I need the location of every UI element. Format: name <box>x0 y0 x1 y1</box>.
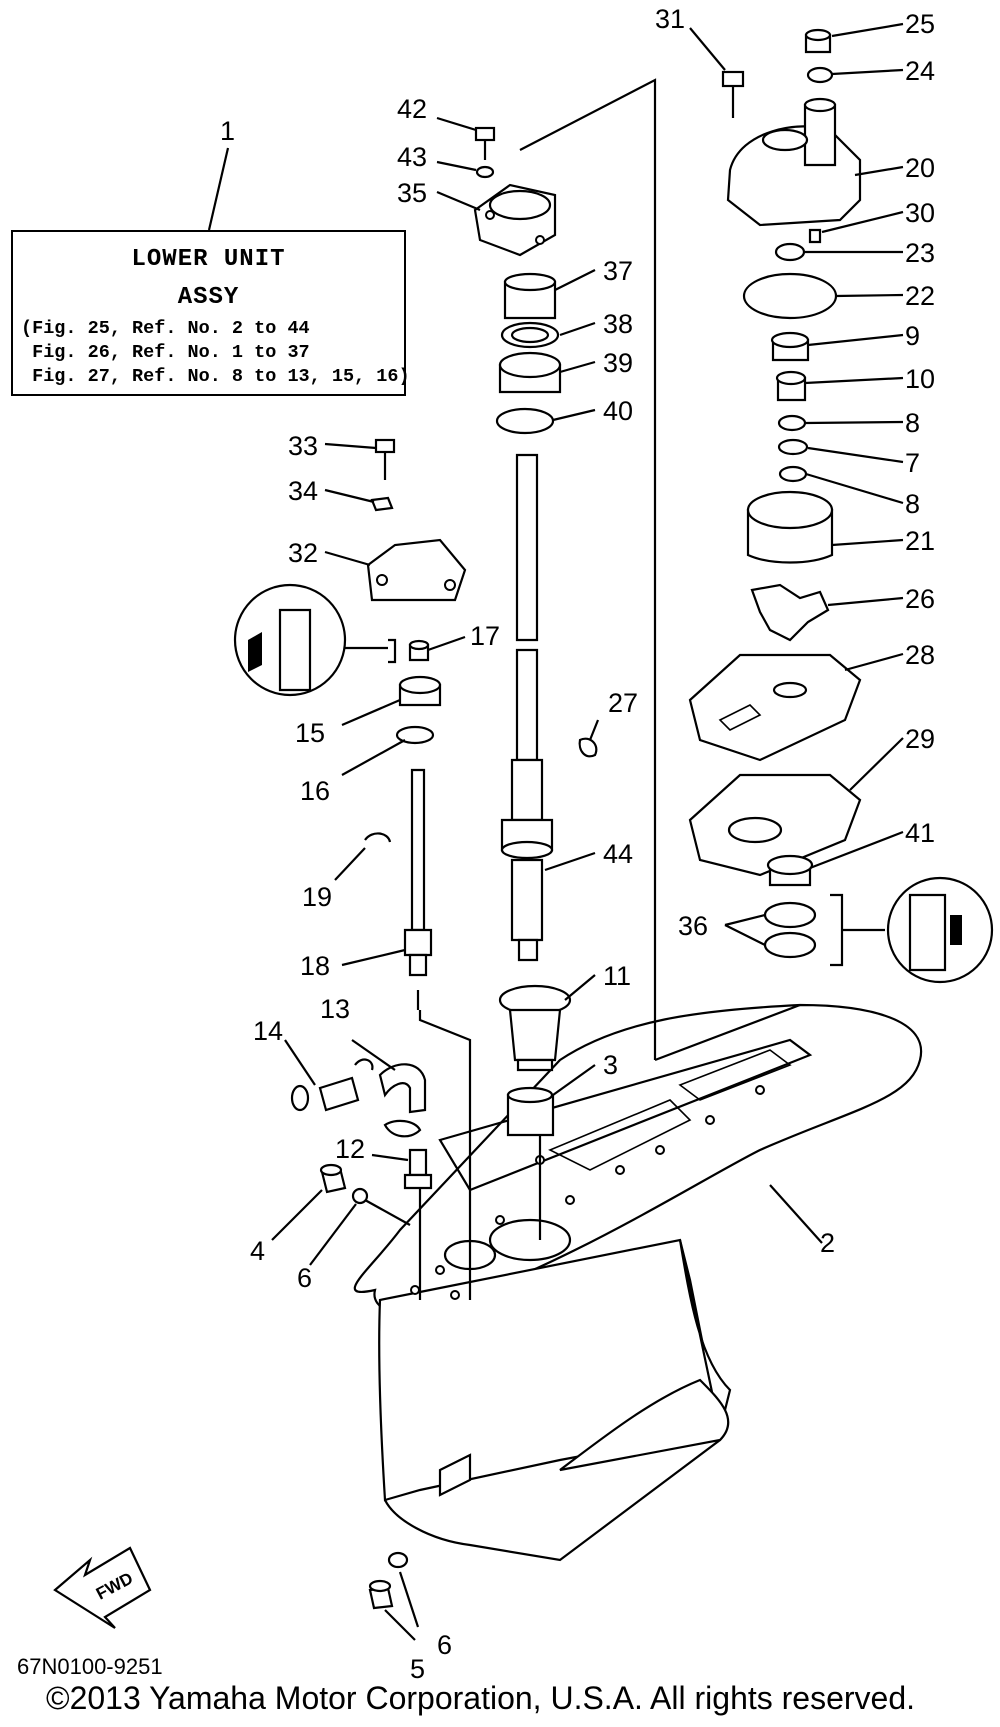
callout-42: 42 <box>397 94 427 124</box>
callout-24: 24 <box>905 56 935 86</box>
callout-6a: 6 <box>297 1263 312 1293</box>
drive-shaft-assembly <box>473 126 598 1137</box>
callout-9: 9 <box>905 321 920 351</box>
assy-note-fig25: (Fig. 25, Ref. No. 2 to 44 <box>21 318 310 339</box>
callout-5: 5 <box>410 1654 425 1684</box>
assembly-info-box: LOWER UNIT ASSY (Fig. 25, Ref. No. 2 to … <box>11 230 410 396</box>
callout-6b: 6 <box>437 1630 452 1660</box>
shift-rod-assembly <box>233 438 467 977</box>
water-pump-assembly <box>688 28 994 984</box>
callout-31: 31 <box>655 4 685 34</box>
callout-37: 37 <box>603 256 633 286</box>
callout-8a: 8 <box>905 408 920 438</box>
callout-34: 34 <box>288 476 318 506</box>
callout-21: 21 <box>905 526 935 556</box>
callout-20: 20 <box>905 153 935 183</box>
callout-3: 3 <box>603 1050 618 1080</box>
assy-note-fig26: Fig. 26, Ref. No. 1 to 37 <box>21 342 310 363</box>
callout-13: 13 <box>320 994 350 1024</box>
assy-subtitle: ASSY <box>177 284 240 311</box>
callout-30: 30 <box>905 198 935 228</box>
callout-32: 32 <box>288 538 318 568</box>
callout-33: 33 <box>288 431 318 461</box>
part-code: 67N0100-9251 <box>17 1654 163 1679</box>
callout-1: 1 <box>220 116 235 146</box>
callout-8b: 8 <box>905 489 920 519</box>
callout-38: 38 <box>603 309 633 339</box>
callout-41: 41 <box>905 818 935 848</box>
callout-7: 7 <box>905 448 920 478</box>
callout-18: 18 <box>300 951 330 981</box>
callout-12: 12 <box>335 1134 365 1164</box>
leader-lines <box>207 22 904 1641</box>
assy-note-fig27: Fig. 27, Ref. No. 8 to 13, 15, 16) <box>21 366 410 387</box>
assy-title: LOWER UNIT <box>131 246 286 273</box>
callout-44: 44 <box>603 839 633 869</box>
callout-22: 22 <box>905 281 935 311</box>
callout-10: 10 <box>905 364 935 394</box>
callout-17: 17 <box>470 621 500 651</box>
callout-43: 43 <box>397 142 427 172</box>
copyright-notice: ©2013 Yamaha Motor Corporation, U.S.A. A… <box>46 1680 916 1716</box>
callout-25: 25 <box>905 9 935 39</box>
callout-27: 27 <box>608 688 638 718</box>
callout-28: 28 <box>905 640 935 670</box>
callout-16: 16 <box>300 776 330 806</box>
callout-2: 2 <box>820 1228 835 1258</box>
callout-23: 23 <box>905 238 935 268</box>
callout-29: 29 <box>905 724 935 754</box>
hose-and-fittings <box>290 1058 433 1610</box>
callout-36: 36 <box>678 911 708 941</box>
callout-numbers: 1 2 3 4 5 6 6 7 8 8 9 10 11 12 13 14 15 … <box>220 4 935 1684</box>
callout-35: 35 <box>397 178 427 208</box>
fwd-arrow: FWD <box>53 1546 152 1629</box>
lower-unit-housing <box>353 1003 923 1562</box>
callout-39: 39 <box>603 348 633 378</box>
callout-14: 14 <box>253 1016 283 1046</box>
callout-19: 19 <box>302 882 332 912</box>
callout-15: 15 <box>295 718 325 748</box>
callout-11: 11 <box>603 961 631 991</box>
callout-40: 40 <box>603 396 633 426</box>
callout-26: 26 <box>905 584 935 614</box>
callout-4: 4 <box>250 1236 265 1266</box>
